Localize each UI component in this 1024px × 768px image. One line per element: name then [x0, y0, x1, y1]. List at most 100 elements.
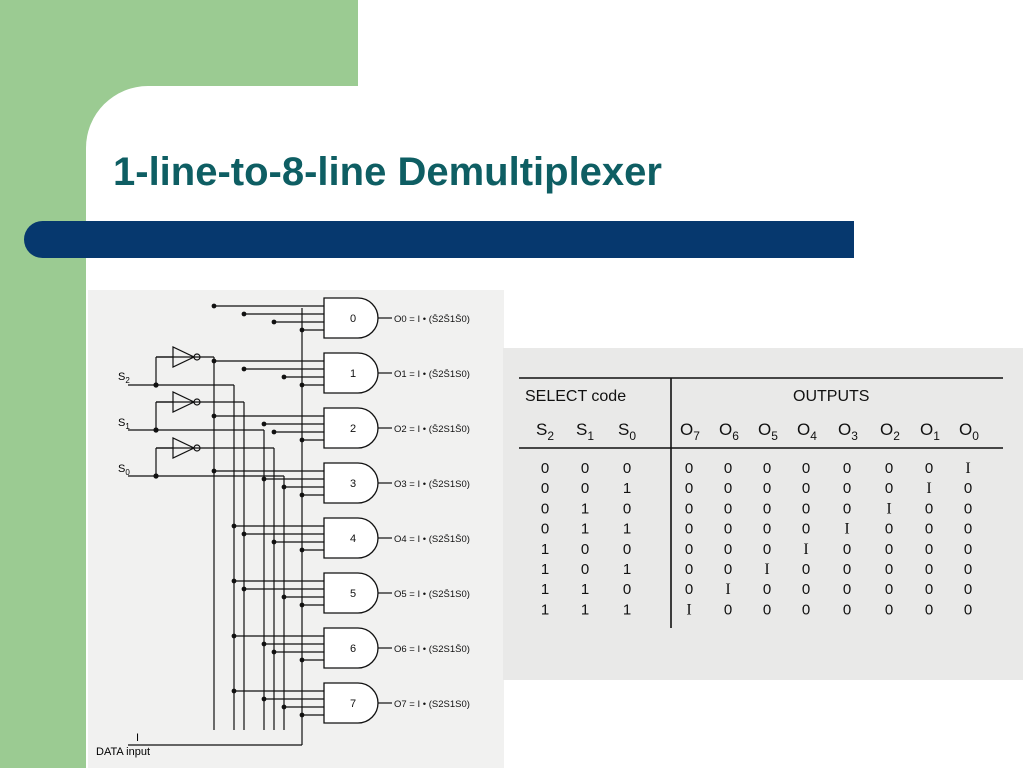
table-cell: 0	[843, 561, 851, 578]
select-input-s2-label: S2	[118, 371, 130, 385]
column-header-s0: S0	[618, 420, 636, 443]
select-input-s0-label: S0	[118, 463, 130, 477]
and-gate-6	[323, 627, 379, 669]
table-cell: 0	[685, 561, 693, 578]
table-cell: 0	[685, 581, 693, 598]
gate-output-expression: O4 = I • (S2S̄1S̄0)	[394, 534, 470, 545]
gate-number-label: 6	[350, 643, 356, 655]
table-cell: I	[725, 581, 730, 598]
column-header-o1: O1	[920, 420, 940, 443]
table-cell: I	[803, 541, 808, 558]
table-cell: 1	[581, 521, 589, 538]
table-cell: 0	[925, 561, 933, 578]
table-cell: 0	[685, 480, 693, 497]
gate-number-label: 5	[350, 588, 356, 600]
table-cell: 0	[724, 541, 732, 558]
table-cell: 0	[925, 581, 933, 598]
table-cell: I	[686, 601, 691, 618]
table-cell: 0	[763, 541, 771, 558]
column-header-o4: O4	[797, 420, 817, 443]
table-cell: 1	[541, 601, 549, 618]
table-cell: 1	[541, 581, 549, 598]
table-cell: 0	[581, 480, 589, 497]
and-gate-4	[323, 517, 379, 559]
table-cell: 1	[541, 561, 549, 578]
table-cell: 0	[964, 500, 972, 517]
column-header-s2: S2	[536, 420, 554, 443]
table-cell: 0	[802, 500, 810, 517]
table-cell: 0	[885, 521, 893, 538]
table-cell: 0	[843, 460, 851, 477]
table-cell: 0	[843, 500, 851, 517]
table-cell: 1	[581, 500, 589, 517]
table-cell: 0	[763, 521, 771, 538]
table-cell: 0	[685, 521, 693, 538]
gate-output-expression: O7 = I • (S2S1S0)	[394, 699, 470, 710]
table-cell: 0	[964, 480, 972, 497]
table-cell: 0	[685, 460, 693, 477]
table-cell: 0	[763, 460, 771, 477]
column-header-o2: O2	[880, 420, 900, 443]
table-cell: 0	[541, 460, 549, 477]
table-cell: 0	[685, 541, 693, 558]
column-header-o0: O0	[959, 420, 979, 443]
table-cell: I	[844, 521, 849, 538]
table-cell: 0	[925, 460, 933, 477]
table-cell: 0	[802, 581, 810, 598]
table-cell: 1	[541, 541, 549, 558]
table-cell: 0	[925, 521, 933, 538]
slide-title: 1-line-to-8-line Demultiplexer	[113, 150, 662, 194]
table-cell: 0	[581, 541, 589, 558]
column-header-s1: S1	[576, 420, 594, 443]
column-header-o7: O7	[680, 420, 700, 443]
and-gate-5	[323, 572, 379, 614]
table-cell: 0	[885, 581, 893, 598]
table-cell: 0	[964, 541, 972, 558]
table-cell: 0	[724, 601, 732, 618]
table-cell: 0	[724, 521, 732, 538]
table-cell: 0	[885, 541, 893, 558]
gate-number-label: 1	[350, 368, 356, 380]
table-cell: 0	[885, 561, 893, 578]
gate-number-label: 0	[350, 313, 356, 325]
table-cell: I	[965, 460, 970, 477]
table-cell: 0	[925, 601, 933, 618]
table-cell: 0	[724, 561, 732, 578]
gate-output-expression: O6 = I • (S2S1S̄0)	[394, 644, 470, 655]
table-cell: 0	[964, 521, 972, 538]
truth-table-scan-background	[503, 348, 1023, 680]
table-cell: 0	[843, 541, 851, 558]
table-cell: 1	[581, 601, 589, 618]
table-cell: 0	[964, 581, 972, 598]
column-header-o3: O3	[838, 420, 858, 443]
table-cell: 0	[843, 480, 851, 497]
and-gate-0	[323, 297, 379, 339]
table-cell: 0	[763, 581, 771, 598]
table-cell: I	[886, 500, 891, 517]
table-cell: 0	[724, 500, 732, 517]
table-cell: 1	[581, 581, 589, 598]
gate-output-expression: O3 = I • (S̄2S1S0)	[394, 479, 470, 490]
table-cell: 0	[623, 460, 631, 477]
table-cell: 1	[623, 480, 631, 497]
table-cell: I	[764, 561, 769, 578]
table-cell: 1	[623, 521, 631, 538]
table-cell: 0	[763, 601, 771, 618]
table-cell: 0	[763, 500, 771, 517]
demux-circuit-diagram: 0 O0 = I • (S̄2S̄1S̄0) 1 O1 = I • (S̄2S̄1S0…	[96, 297, 470, 758]
data-input-symbol: I	[136, 732, 139, 744]
gate-output-expression: O0 = I • (S̄2S̄1S̄0)	[394, 314, 470, 325]
table-cell: 0	[802, 460, 810, 477]
select-code-header: SELECT code	[525, 388, 626, 405]
gate-number-label: 2	[350, 423, 356, 435]
gate-output-expression: O1 = I • (S̄2S̄1S0)	[394, 369, 470, 380]
table-cell: 0	[925, 500, 933, 517]
and-gate-7	[323, 682, 379, 724]
table-cell: 0	[802, 601, 810, 618]
table-cell: I	[926, 480, 931, 497]
table-cell: 0	[763, 480, 771, 497]
select-input-s1-label: S1	[118, 417, 130, 431]
table-cell: 0	[541, 521, 549, 538]
gate-output-expression: O5 = I • (S2S̄1S0)	[394, 589, 470, 600]
